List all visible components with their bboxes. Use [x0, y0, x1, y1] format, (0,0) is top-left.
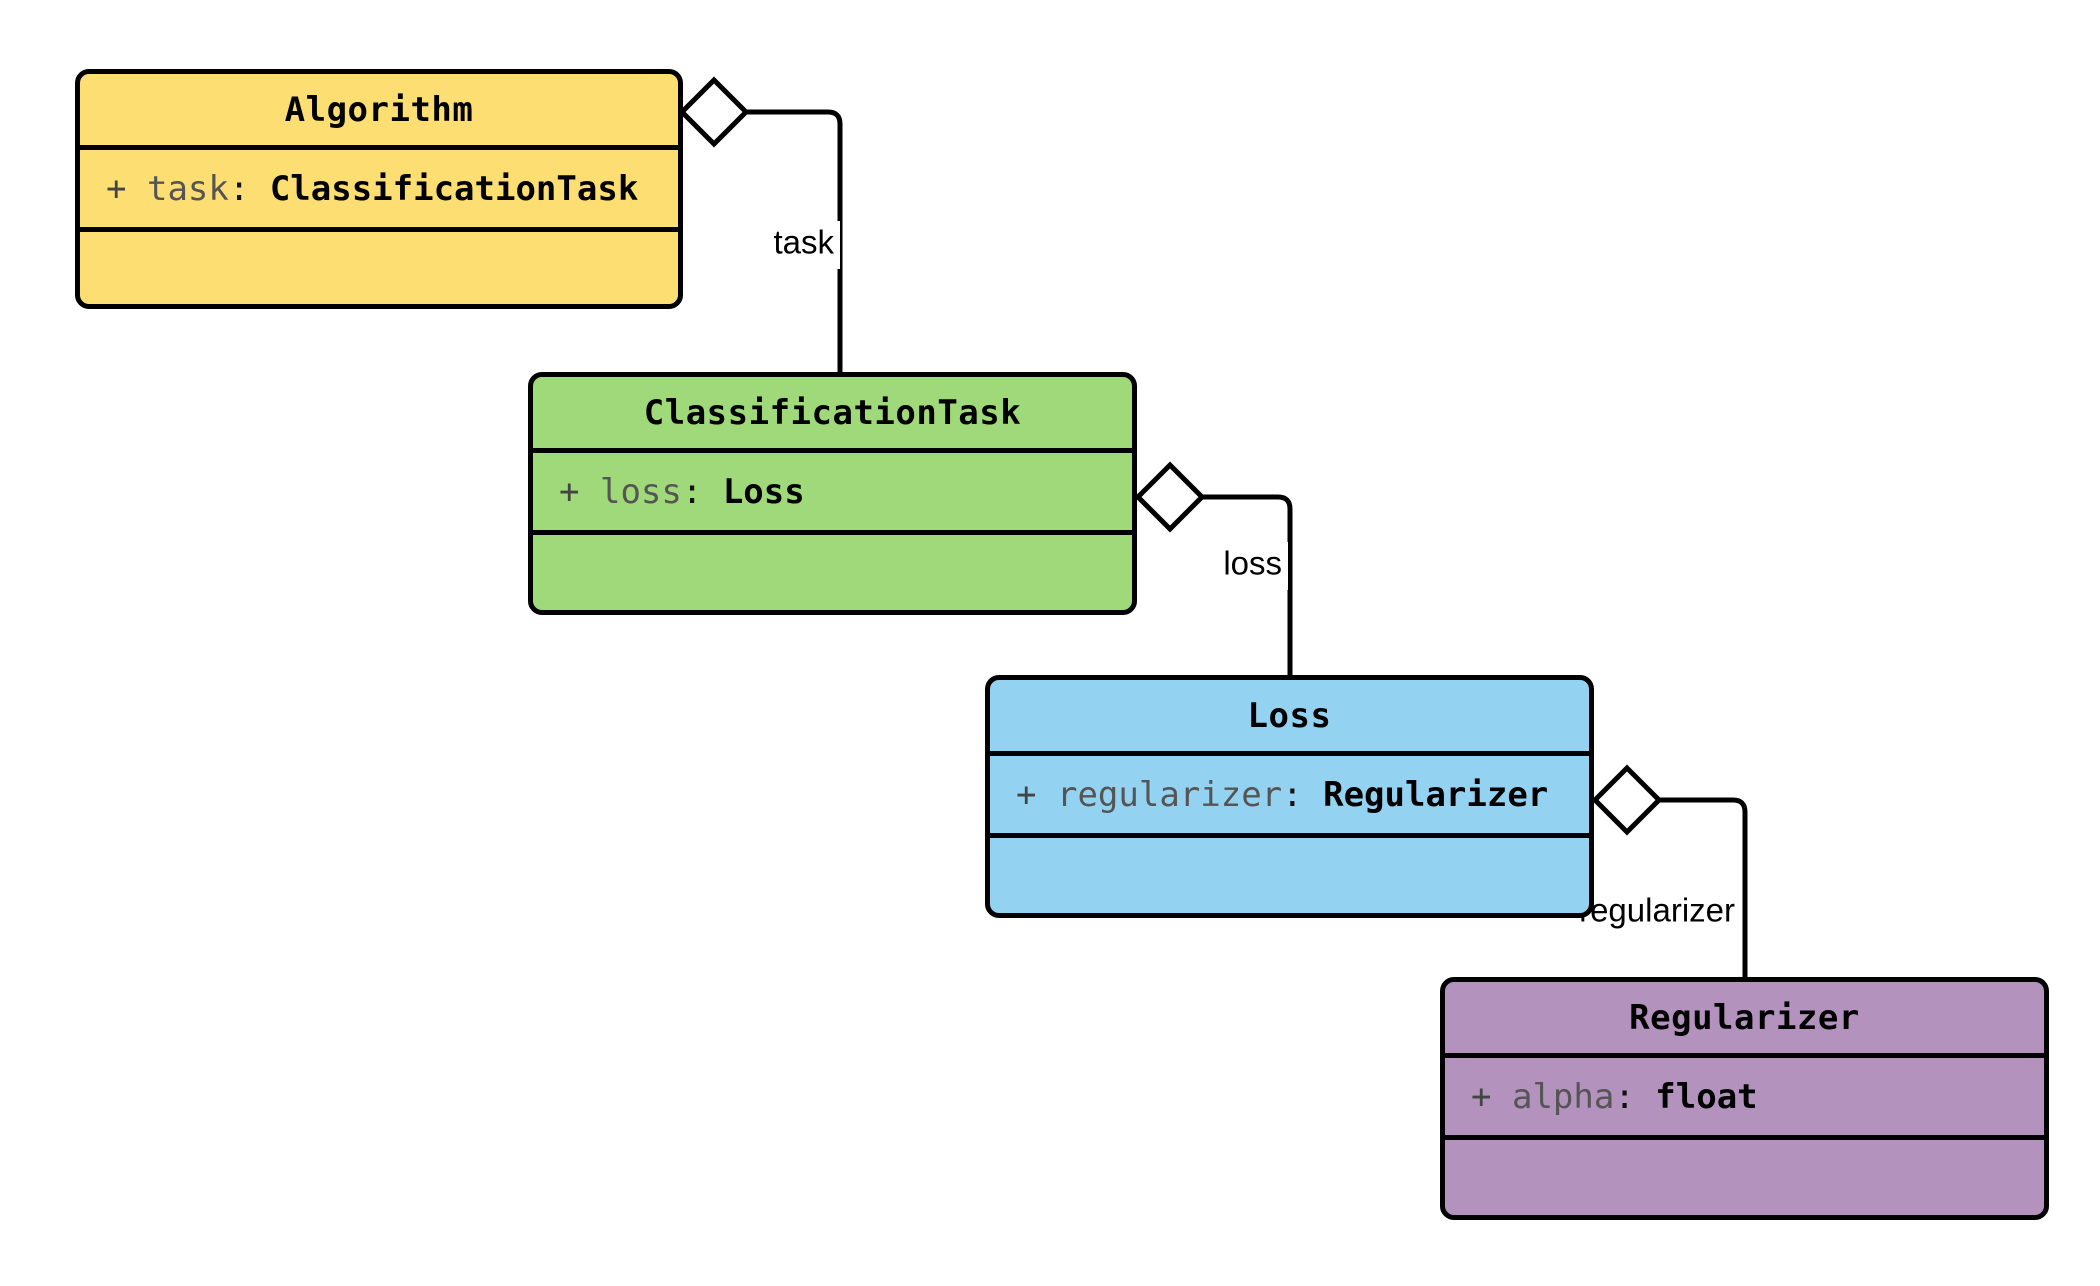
attribute-visibility: + — [559, 471, 580, 512]
uml-class-classificationtask[interactable]: ClassificationTask + loss: Loss — [528, 372, 1137, 615]
uml-class-regularizer[interactable]: Regularizer + alpha: float — [1440, 977, 2049, 1220]
attribute-visibility: + — [1471, 1076, 1492, 1117]
attribute-name: regularizer — [1056, 774, 1283, 815]
attribute-visibility: + — [1016, 774, 1037, 815]
attribute-name: loss — [599, 471, 682, 512]
class-attributes-loss: + regularizer: Regularizer — [990, 756, 1589, 838]
attribute-name: task — [146, 168, 229, 209]
class-title-regularizer: Regularizer — [1445, 982, 2044, 1058]
uml-class-algorithm[interactable]: Algorithm + task: ClassificationTask — [75, 69, 683, 309]
relation-line — [1659, 797, 1748, 977]
attribute-type: Regularizer — [1323, 774, 1549, 815]
attribute-row: + alpha: float — [1471, 1077, 1758, 1117]
relation-line — [746, 109, 843, 372]
class-methods-classificationtask — [533, 535, 1132, 610]
class-attributes-regularizer: + alpha: float — [1445, 1058, 2044, 1140]
attribute-separator: : — [1614, 1076, 1635, 1117]
class-attributes-classificationtask: + loss: Loss — [533, 453, 1132, 535]
relation-label-backdrop — [1112, 542, 1288, 590]
class-title-loss: Loss — [990, 680, 1589, 756]
attribute-name: alpha — [1511, 1076, 1615, 1117]
attribute-type: Loss — [722, 471, 805, 512]
class-methods-loss — [990, 838, 1589, 913]
relation-label: task — [773, 224, 834, 261]
relation-classificationtask-loss[interactable]: loss — [1112, 461, 1293, 675]
attribute-separator: : — [1282, 774, 1303, 815]
class-title-algorithm: Algorithm — [80, 74, 678, 150]
class-methods-algorithm — [80, 232, 678, 304]
attribute-row: + task: ClassificationTask — [106, 169, 638, 209]
relation-label-backdrop — [664, 221, 840, 269]
aggregation-diamond-icon — [1591, 764, 1663, 836]
relation-label-backdrop — [1565, 889, 1741, 937]
aggregation-diamond-icon — [678, 76, 750, 148]
class-attributes-algorithm: + task: ClassificationTask — [80, 150, 678, 232]
relation-line — [1202, 494, 1293, 675]
relation-loss-regularizer[interactable]: regularizer — [1565, 764, 1748, 977]
relation-label: loss — [1223, 545, 1282, 582]
attribute-row: + regularizer: Regularizer — [1016, 775, 1548, 815]
attribute-type: ClassificationTask — [269, 168, 639, 209]
relation-label: regularizer — [1579, 892, 1735, 929]
attribute-type: float — [1655, 1076, 1758, 1117]
attribute-separator: : — [681, 471, 703, 512]
class-methods-regularizer — [1445, 1140, 2044, 1215]
attribute-separator: : — [228, 168, 250, 209]
uml-class-loss[interactable]: Loss + regularizer: Regularizer — [985, 675, 1594, 918]
attribute-row: + loss: Loss — [559, 472, 805, 512]
attribute-visibility: + — [106, 168, 127, 209]
aggregation-diamond-icon — [1134, 461, 1206, 533]
relation-algorithm-task[interactable]: task — [664, 76, 843, 372]
class-title-classificationtask: ClassificationTask — [533, 377, 1132, 453]
